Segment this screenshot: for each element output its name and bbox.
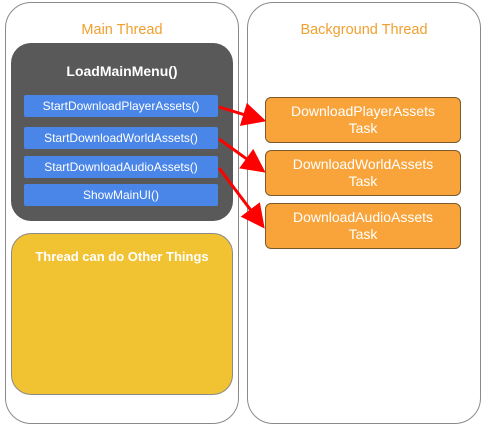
download-audio-assets-task: DownloadAudioAssets Task bbox=[265, 203, 461, 249]
start-download-world-assets-call: StartDownloadWorldAssets() bbox=[24, 127, 218, 149]
task-label-line2: Task bbox=[348, 119, 378, 136]
other-things-text: Thread can do Other Things bbox=[35, 249, 209, 264]
task-label-line2: Task bbox=[348, 225, 378, 242]
other-things-box: Thread can do Other Things bbox=[11, 233, 233, 395]
download-world-assets-task: DownloadWorldAssets Task bbox=[265, 150, 461, 196]
show-main-ui-call: ShowMainUI() bbox=[24, 184, 218, 206]
start-download-player-assets-call: StartDownloadPlayerAssets() bbox=[24, 95, 218, 117]
start-download-audio-assets-call: StartDownloadAudioAssets() bbox=[24, 156, 218, 178]
task-label-line1: DownloadPlayerAssets bbox=[291, 103, 435, 119]
task-label-line2: Task bbox=[348, 172, 378, 189]
download-player-assets-task: DownloadPlayerAssets Task bbox=[265, 97, 461, 143]
load-main-menu-title: LoadMainMenu() bbox=[66, 63, 178, 79]
background-thread-title: Background Thread bbox=[300, 22, 428, 38]
main-thread-title: Main Thread bbox=[81, 22, 163, 38]
task-label-line1: DownloadWorldAssets bbox=[292, 156, 434, 172]
task-label-line1: DownloadAudioAssets bbox=[292, 209, 434, 225]
